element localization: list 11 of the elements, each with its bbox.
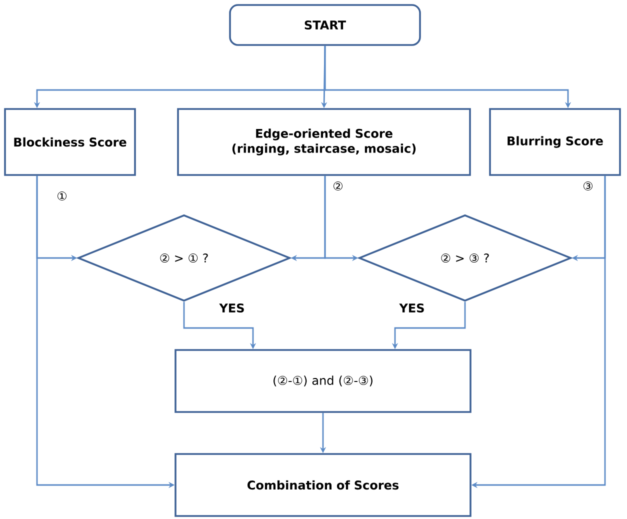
circled-number: ③ bbox=[584, 182, 592, 190]
process-box: Blockiness Score bbox=[4, 108, 136, 176]
edge-label: YES bbox=[398, 302, 426, 314]
process-box: Edge-oriented Score (ringing, staircase, mosaic) bbox=[177, 108, 471, 176]
process-box: Blurring Score bbox=[489, 108, 621, 176]
process-box: (②-①) and (②-③) bbox=[174, 349, 472, 413]
process-box: Combination of Scores bbox=[174, 453, 472, 517]
circled-number: ① bbox=[58, 192, 66, 200]
start-box: START bbox=[229, 4, 421, 46]
circled-number: ② bbox=[334, 182, 342, 190]
edge-label: YES bbox=[218, 302, 246, 314]
